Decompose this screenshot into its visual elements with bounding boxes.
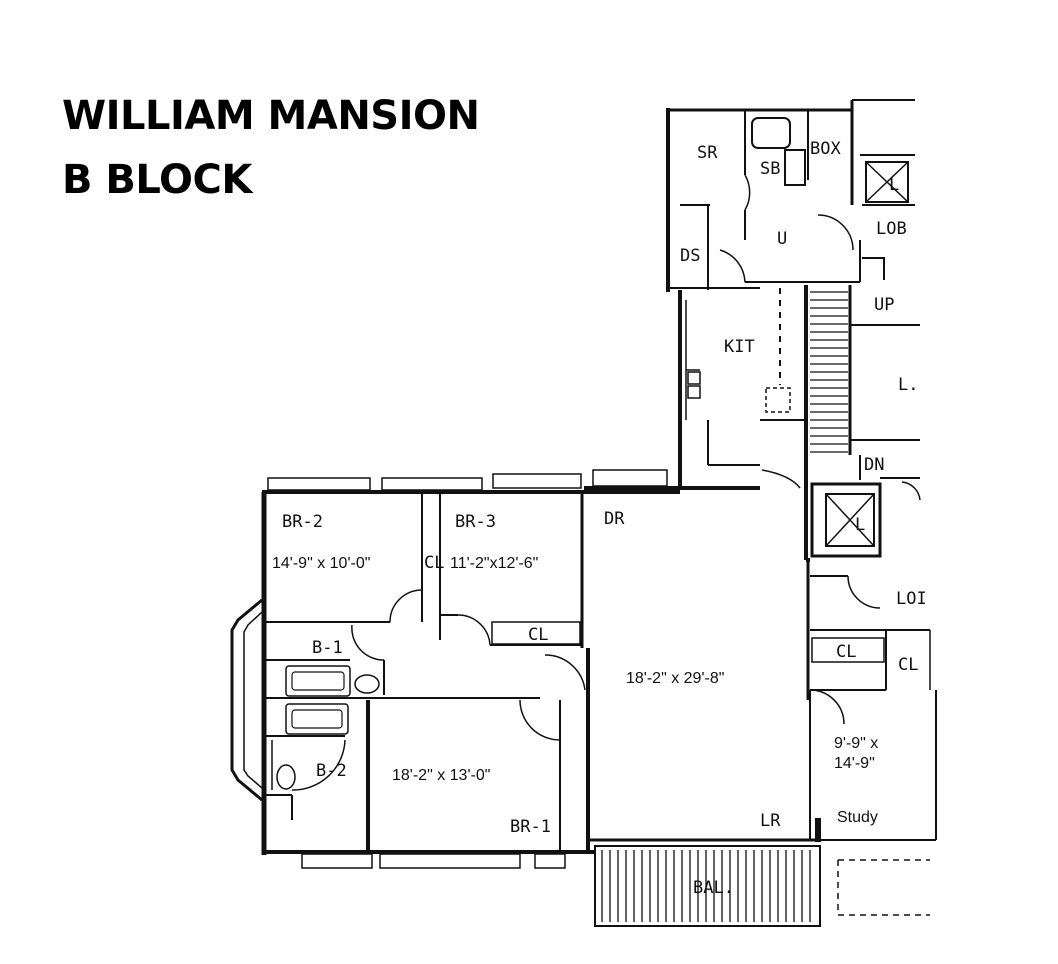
label-b2: B-2 (316, 761, 347, 781)
label-l-room: L. (898, 375, 918, 395)
label-cl-br3: CL (528, 625, 548, 645)
room-labels: SR SB BOX U LOB DS UP KIT L L. DN L LOI … (272, 139, 927, 898)
label-lr: LR (760, 811, 781, 831)
apartment-walls (230, 469, 937, 927)
dim-br3: 11'-2"x12'-6" (450, 555, 538, 572)
dim-br1: 18'-2" x 13'-0" (392, 767, 490, 784)
title-line-2: B BLOCK (62, 157, 252, 203)
dim-study-2: 14'-9" (834, 755, 875, 772)
balcony-rails (601, 850, 811, 922)
dim-dr-lr: 18'-2" x 29'-8" (626, 670, 724, 687)
label-br1: BR-1 (510, 817, 551, 837)
label-sb: SB (760, 159, 780, 179)
dim-study-1: 9'-9" x (834, 735, 878, 752)
label-bal: BAL. (693, 878, 734, 898)
label-study: Study (837, 809, 878, 826)
label-cl-study-1: CL (836, 642, 856, 662)
label-lob-right: LOI (896, 589, 927, 609)
label-br2: BR-2 (282, 512, 323, 532)
label-cl-study-2: CL (898, 655, 918, 675)
label-sr: SR (697, 143, 718, 163)
label-lob-top: LOB (876, 219, 907, 239)
label-dn: DN (864, 455, 884, 475)
kitchen-walls (678, 285, 920, 560)
label-dr: DR (604, 509, 625, 529)
label-cl-br2: CL (424, 553, 444, 573)
label-lift-2: L (855, 515, 865, 535)
service-wing-walls (666, 99, 915, 292)
label-box: BOX (810, 139, 841, 159)
label-kit: KIT (724, 337, 755, 357)
stair-treads (810, 291, 848, 453)
label-br3: BR-3 (455, 512, 496, 532)
title-line-1: WILLIAM MANSION (62, 93, 480, 139)
label-u: U (777, 229, 787, 249)
label-up: UP (874, 295, 894, 315)
label-ds: DS (680, 246, 700, 266)
dim-br2: 14'-9" x 10'-0" (272, 555, 370, 572)
label-b1: B-1 (312, 638, 343, 658)
label-lift-1: L (889, 175, 899, 195)
